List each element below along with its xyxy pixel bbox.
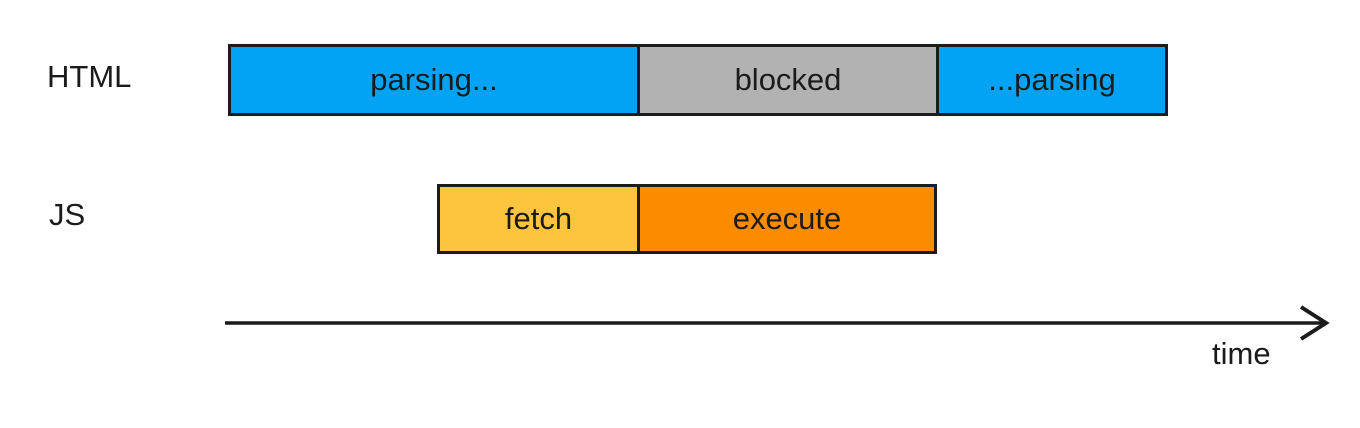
segment-blocked: blocked [637, 47, 936, 113]
segment-parsing-after-label: ...parsing [988, 62, 1116, 97]
time-axis-arrow-icon [225, 305, 1330, 341]
segment-fetch-label: fetch [504, 201, 573, 236]
segment-execute: execute [637, 187, 934, 251]
segment-parsing-before-label: parsing... [370, 62, 498, 97]
html-timeline-bar: parsing... blocked ...parsing [228, 44, 1168, 116]
js-timeline-bar: fetch execute [437, 184, 937, 254]
segment-parsing-before: parsing... [231, 47, 637, 113]
row-label-html: HTML [47, 59, 132, 94]
segment-execute-label: execute [732, 201, 842, 236]
segment-parsing-after: ...parsing [936, 47, 1165, 113]
segment-blocked-label: blocked [734, 62, 842, 97]
time-axis-label: time [1212, 336, 1271, 371]
segment-fetch: fetch [440, 187, 637, 251]
row-label-js: JS [49, 197, 86, 232]
